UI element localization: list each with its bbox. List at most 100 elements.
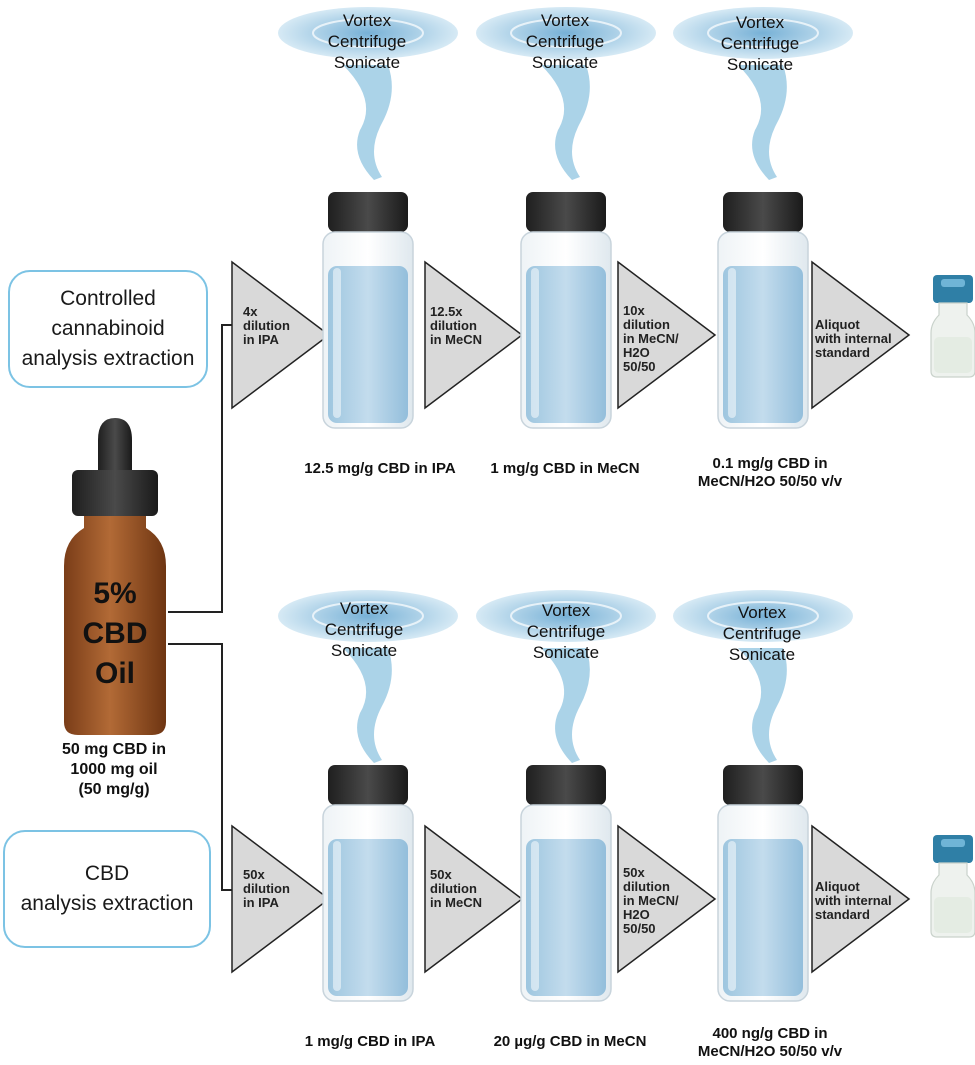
row-1-sample-vial-icon <box>930 275 975 378</box>
row-2-step-3-result: 400 ng/g CBD in MeCN/H2O 50/50 v/v <box>697 1025 843 1060</box>
vial-cap <box>723 765 803 805</box>
vial-cap <box>328 765 408 805</box>
sample-vial-liquid <box>934 337 972 373</box>
row-1-step-1-dilution: 4x dilution in IPA <box>243 304 290 347</box>
row-1-final-step: Aliquot with internal standard <box>815 317 892 360</box>
row-2-step-1-result: 1 mg/g CBD in IPA <box>304 1033 436 1050</box>
row-2-step-2-tornado-icon <box>476 590 656 763</box>
vial-liquid <box>526 839 606 996</box>
vial-cap <box>328 192 408 232</box>
sample-vial-liquid <box>934 897 972 933</box>
dropper-bulb <box>98 418 132 470</box>
vial-highlight <box>728 268 736 418</box>
vial-liquid <box>526 266 606 423</box>
bottle-label: 5% CBD Oil <box>82 577 148 690</box>
row-1-step-2-vial-icon <box>520 192 612 429</box>
bottle-body <box>64 516 166 735</box>
row-2-step-2-vial-icon <box>520 765 612 1002</box>
row-1-step-3-dilution: 10x dilution in MeCN/ H2O 50/50 <box>623 303 679 374</box>
vial-liquid <box>723 266 803 423</box>
row-1-final-arrow <box>811 260 911 410</box>
tornado-top <box>673 7 853 59</box>
tornado-top <box>278 590 458 642</box>
tornado-funnel <box>541 648 590 763</box>
arrow-shape <box>617 824 717 974</box>
tornado-funnel <box>738 648 787 763</box>
tornado-swirl <box>707 601 819 631</box>
sample-vial-cap-top <box>941 839 965 847</box>
row-1-step-3-tornado-icon <box>673 7 853 180</box>
row-1-step-2-dilution: 12.5x dilution in MeCN <box>430 304 482 347</box>
vial-highlight <box>333 268 341 418</box>
row-2-step-3-vial-icon <box>717 765 809 1002</box>
arrow-shape <box>231 260 331 410</box>
arrow-shape <box>811 824 911 974</box>
row-2-sample-vial-icon <box>930 835 975 938</box>
row-1-step-2-dilution-arrow <box>424 260 524 410</box>
row-2-final-step: Aliquot with internal standard <box>815 879 892 922</box>
arrow-shape <box>424 260 524 410</box>
tornado-top <box>673 590 853 642</box>
tornado-funnel <box>343 65 392 180</box>
row-1-step-1-process: Vortex Centrifuge Sonicate <box>327 11 407 72</box>
connector-lines <box>168 324 232 891</box>
row-2-final-arrow <box>811 824 911 974</box>
tornado-swirl <box>510 601 622 631</box>
row-1-step-3-result: 0.1 mg/g CBD in MeCN/H2O 50/50 v/v <box>697 455 843 490</box>
row-1-step-3-process: Vortex Centrifuge Sonicate <box>720 13 800 74</box>
row-1-step-1-tornado-icon <box>278 7 458 180</box>
vial-liquid <box>723 839 803 996</box>
row-1-step-1-vial-icon <box>322 192 414 429</box>
cbd-oil-bottle <box>64 418 166 735</box>
row-2-step-1-tornado-icon <box>278 590 458 763</box>
tornado-swirl <box>312 601 424 631</box>
vial-highlight <box>333 841 341 991</box>
row-1-step-2-result: 1 mg/g CBD in MeCN <box>490 460 640 477</box>
tornado-top <box>476 590 656 642</box>
vial-highlight <box>531 841 539 991</box>
sample-vial-cap-top <box>941 279 965 287</box>
tornado-top <box>476 7 656 59</box>
row-2-label: CBD analysis extraction <box>20 862 194 915</box>
tornado-swirl <box>312 18 424 48</box>
row-1-step-2-tornado-icon <box>476 7 656 180</box>
vial-cap <box>723 192 803 232</box>
row-2-step-1-process: Vortex Centrifuge Sonicate <box>324 599 404 660</box>
arrow-shape <box>811 260 911 410</box>
row-2-step-2-dilution-arrow <box>424 824 524 974</box>
row-1-label-box: Controlled cannabinoid analysis extracti… <box>8 270 208 388</box>
row-2-step-1-dilution: 50x dilution in IPA <box>243 867 290 910</box>
row-2-step-2-result: 20 µg/g CBD in MeCN <box>493 1033 647 1050</box>
tornado-funnel <box>343 648 392 763</box>
dropper-collar <box>72 470 158 516</box>
row-2-step-2-process: Vortex Centrifuge Sonicate <box>526 601 606 662</box>
arrow-shape <box>231 824 331 974</box>
row-2-step-1-vial-icon <box>322 765 414 1002</box>
row-2-step-3-process: Vortex Centrifuge Sonicate <box>722 603 802 664</box>
vial-cap <box>526 765 606 805</box>
tornado-funnel <box>541 65 590 180</box>
arrow-shape <box>617 260 717 410</box>
row-1-step-3-vial-icon <box>717 192 809 429</box>
row-2-step-1-dilution-arrow <box>231 824 331 974</box>
row-1-step-2-process: Vortex Centrifuge Sonicate <box>525 11 605 72</box>
row-2-step-3-tornado-icon <box>673 590 853 763</box>
vial-cap <box>526 192 606 232</box>
row-2-step-3-dilution: 50x dilution in MeCN/ H2O 50/50 <box>623 865 679 936</box>
tornado-funnel <box>738 65 787 180</box>
arrow-shape <box>424 824 524 974</box>
row-1-step-1-dilution-arrow <box>231 260 331 410</box>
row-1-label: Controlled cannabinoid analysis extracti… <box>21 287 195 370</box>
vial-highlight <box>531 268 539 418</box>
connector-top <box>168 324 232 613</box>
connector-bottom <box>168 643 232 891</box>
row-2-step-2-dilution: 50x dilution in MeCN <box>430 867 482 910</box>
row-1-step-3-dilution-arrow <box>617 260 717 410</box>
tornado-swirl <box>510 18 622 48</box>
vial-liquid <box>328 839 408 996</box>
row-2-step-3-dilution-arrow <box>617 824 717 974</box>
tornado-top <box>278 7 458 59</box>
vial-highlight <box>728 841 736 991</box>
tornado-swirl <box>707 18 819 48</box>
